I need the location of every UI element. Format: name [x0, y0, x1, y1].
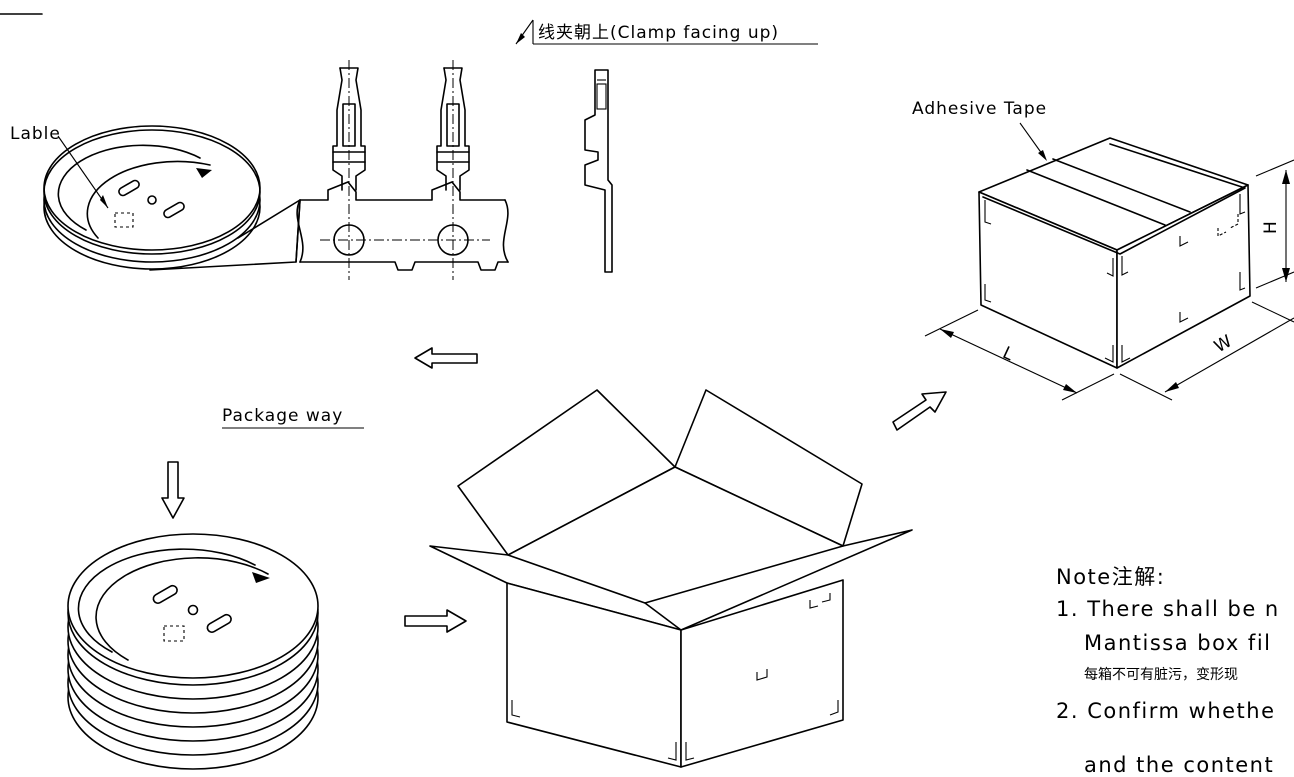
lable-label: Lable	[10, 124, 61, 144]
reel-with-strip: Lable	[10, 124, 301, 271]
dim-l-label: L	[999, 343, 1017, 366]
diagonal-arrow	[892, 391, 947, 431]
notes-block: Note注解: 1. There shall be n Mantissa box…	[1056, 565, 1280, 777]
note-line-2: 2. Confirm whethe	[1056, 699, 1276, 723]
sealed-box: Adhesive Tape H L W	[912, 99, 1294, 401]
dim-h-label: H	[1261, 220, 1281, 234]
terminal-strip	[296, 60, 613, 280]
note-line-2b: and the content	[1084, 753, 1274, 777]
adhesive-tape-label: Adhesive Tape	[912, 99, 1047, 119]
left-arrow	[414, 347, 478, 369]
stacked-reels	[67, 533, 319, 770]
package-way-caption: Package way	[222, 406, 364, 429]
notes-title: Note注解:	[1056, 565, 1165, 589]
down-arrow	[161, 461, 185, 519]
note-line-1b: Mantissa box fil	[1084, 631, 1272, 655]
note-line-1: 1. There shall be n	[1056, 597, 1280, 621]
note-line-1-cn: 每箱不可有脏污，变形现	[1084, 667, 1238, 683]
right-arrow	[404, 609, 467, 633]
clamp-direction-callout: 线夹朝上(Clamp facing up)	[515, 19, 818, 45]
package-way-label: Package way	[222, 406, 343, 426]
clamp-direction-label: 线夹朝上(Clamp facing up)	[538, 23, 779, 43]
open-box	[429, 389, 913, 768]
